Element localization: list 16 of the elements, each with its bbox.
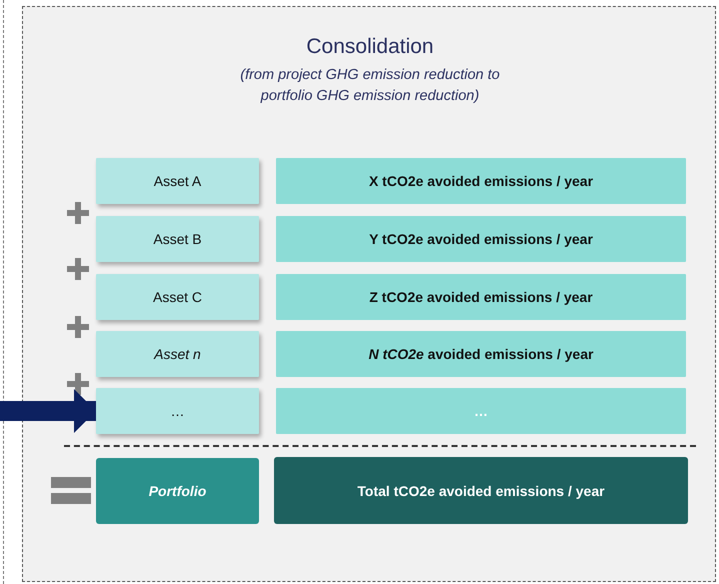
dashed-panel xyxy=(22,6,716,582)
asset-box: Asset C xyxy=(96,274,259,320)
emissions-bar: … xyxy=(276,388,686,434)
panel-title: Consolidation xyxy=(305,35,435,59)
asset-box: Asset B xyxy=(96,216,259,262)
emissions-bar: Y tCO2e avoided emissions / year xyxy=(276,216,686,262)
asset-box: Asset n xyxy=(96,331,259,377)
panel-subtitle: (from project GHG emission reduction to portfolio GHG emission reduction) xyxy=(239,66,501,106)
emissions-bar: X tCO2e avoided emissions / year xyxy=(276,158,686,204)
emissions-bar: Z tCO2e avoided emissions / year xyxy=(276,274,686,320)
arrow xyxy=(0,389,96,433)
asset-box: Asset A xyxy=(96,158,259,204)
emissions-bar: N tCO2e avoided emissions / year xyxy=(276,331,686,377)
asset-box: Portfolio xyxy=(96,458,259,524)
emissions-bar: Total tCO2e avoided emissions / year xyxy=(274,457,688,524)
asset-box: … xyxy=(96,388,259,434)
